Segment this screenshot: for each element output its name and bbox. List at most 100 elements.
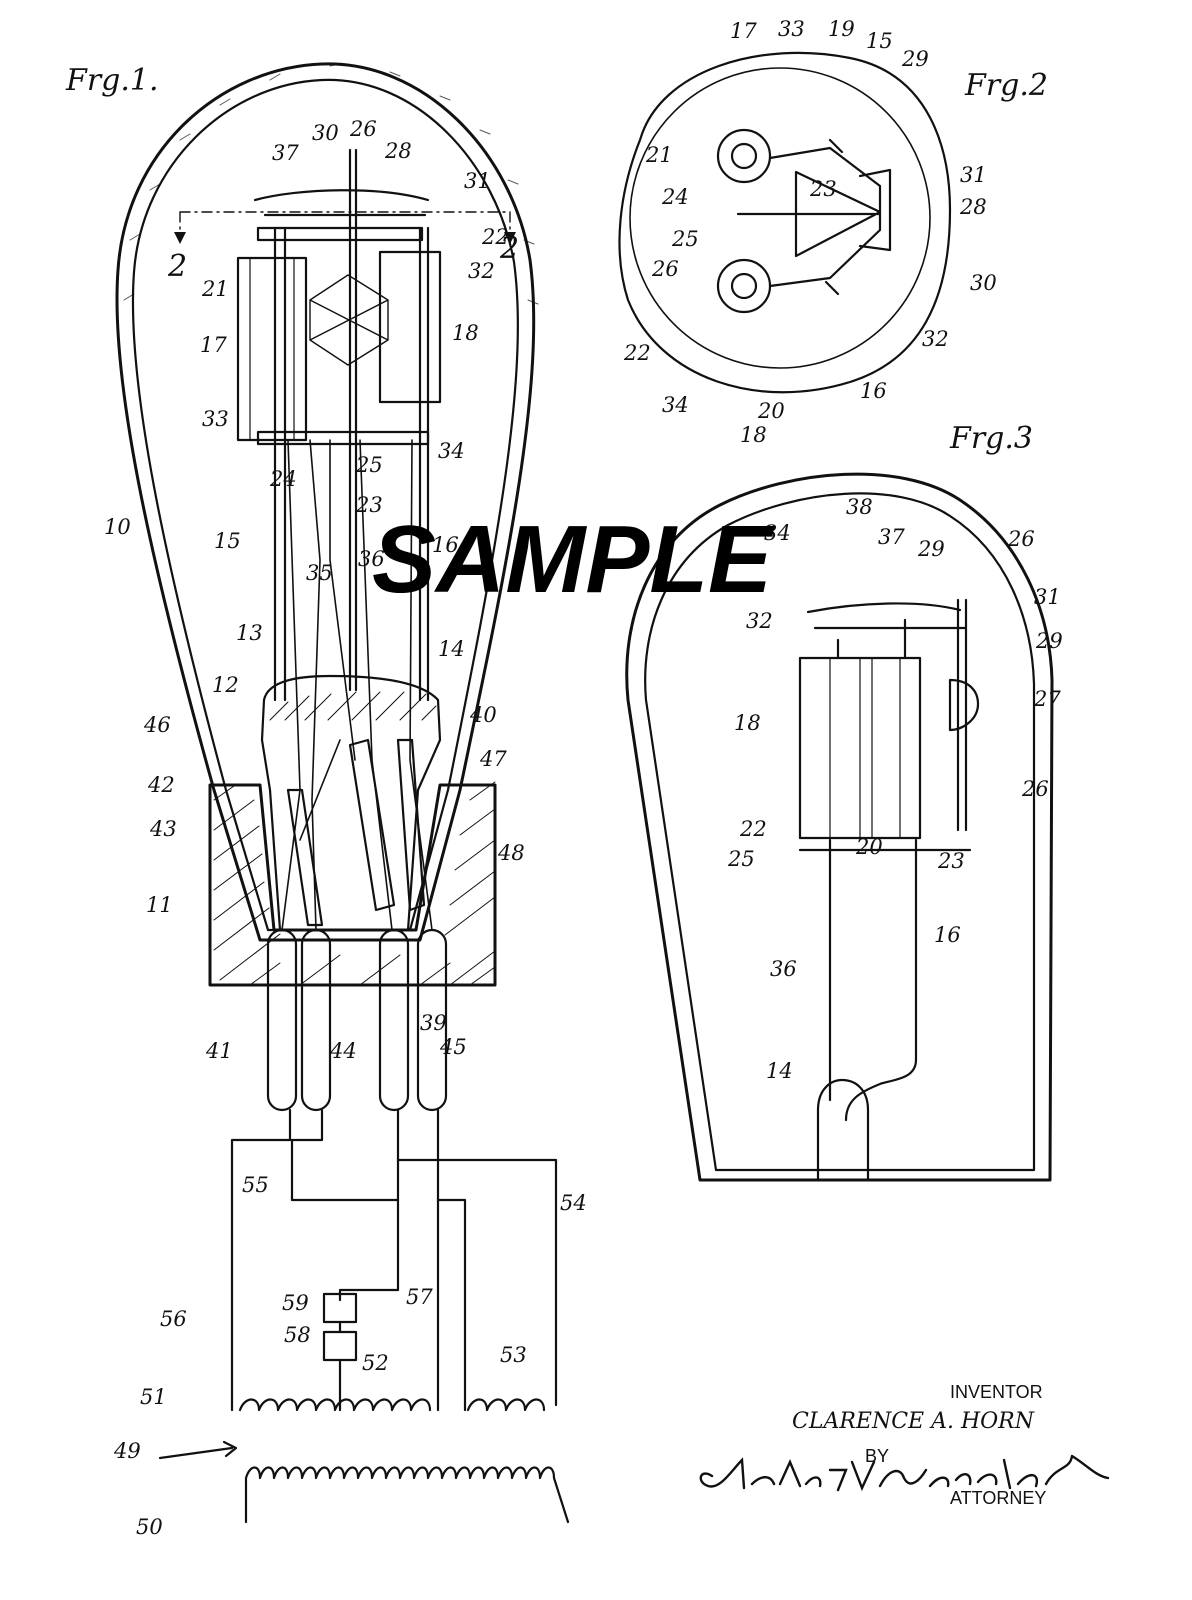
anode-18 xyxy=(378,250,442,404)
fig3-rods-springs xyxy=(798,598,972,1122)
fig1-ref-50: 50 xyxy=(136,1515,163,1539)
fig2-ref-32: 32 xyxy=(922,327,949,351)
section-marker-right: 2 xyxy=(499,231,519,266)
fig1-ref-18: 18 xyxy=(452,321,479,345)
top-spring-38 xyxy=(253,189,430,217)
fig3-ref-14: 14 xyxy=(766,1059,793,1083)
fig2-ref-26: 26 xyxy=(651,257,679,281)
fig2-ref-31: 31 xyxy=(960,163,987,187)
glass-envelope-hatch xyxy=(123,63,539,305)
fig1-ref-58: 58 xyxy=(284,1323,311,1347)
fig1-ref-25: 25 xyxy=(355,453,383,477)
fig2-frame xyxy=(736,138,892,296)
lower-mica-25 xyxy=(256,430,430,446)
fig1-ref-17: 17 xyxy=(200,333,227,357)
fig1-ref-36: 36 xyxy=(358,547,385,571)
fig1-ref-49: 49 xyxy=(113,1439,141,1463)
fig2-ref-22: 22 xyxy=(623,341,651,365)
fig1-ref-44: 44 xyxy=(329,1039,357,1063)
fig3-ref-22: 22 xyxy=(739,817,767,841)
fig3-ref-16: 16 xyxy=(934,923,961,947)
fig3-ref-20: 20 xyxy=(855,835,883,859)
fig3-press xyxy=(816,1078,870,1182)
fig2-ref-18: 18 xyxy=(740,423,767,447)
fig1-ref-37: 37 xyxy=(272,141,299,165)
fig1-ref-30: 30 xyxy=(312,121,339,145)
fig1-ref-54: 54 xyxy=(560,1191,587,1215)
fig2-anode-bottom xyxy=(716,258,772,314)
fig2-ref-30: 30 xyxy=(970,271,997,295)
fig1-title: Frg.1. xyxy=(65,63,159,98)
fig1-ref-33: 33 xyxy=(202,407,229,431)
fig2-ref-34: 34 xyxy=(662,393,689,417)
support-rods xyxy=(273,148,430,702)
getter-sleeves xyxy=(286,738,426,927)
fig2-ref-19: 19 xyxy=(828,17,855,41)
glass-envelope-outer xyxy=(115,62,536,942)
filament-mesh xyxy=(309,274,389,366)
fig1-ref-59: 59 xyxy=(282,1291,309,1315)
tube-base xyxy=(208,783,497,987)
fig2-ref-21: 21 xyxy=(645,143,673,167)
fig3-ref-38: 38 xyxy=(846,495,873,519)
fig1-ref-56: 56 xyxy=(160,1307,187,1331)
coil-50 xyxy=(244,1466,570,1524)
attorney-signature-drawing xyxy=(699,1454,1110,1492)
fig2-anode-bottom-inner xyxy=(730,272,758,300)
fig2-ref-29: 29 xyxy=(901,47,929,71)
fig2-ref-16: 16 xyxy=(860,379,887,403)
fig1-ref-43: 43 xyxy=(149,817,177,841)
fig1-ref-52: 52 xyxy=(362,1351,389,1375)
arrow-49 xyxy=(158,1440,238,1460)
fig3-ref-31: 31 xyxy=(1034,585,1061,609)
fig3-anode-detail xyxy=(829,657,901,839)
fig1-ref-41: 41 xyxy=(205,1039,233,1063)
fig3-ref-18: 18 xyxy=(734,711,761,735)
fig1-ref-53: 53 xyxy=(500,1343,527,1367)
fig1-ref-42: 42 xyxy=(147,773,175,797)
inventor-name: CLARENCE A. HORN xyxy=(792,1409,1035,1434)
anode-17-inner xyxy=(249,257,295,441)
fig1-ref-28: 28 xyxy=(384,139,412,163)
fig1-ref-45: 45 xyxy=(439,1035,467,1059)
section-line-2 xyxy=(179,211,511,237)
coil-53 xyxy=(466,1398,546,1412)
fig3-ref-26: 26 xyxy=(1021,777,1049,801)
fig3-ref-29: 29 xyxy=(1035,629,1063,653)
fig3-ref-26: 26 xyxy=(1007,527,1035,551)
fig1-ref-24: 24 xyxy=(269,467,297,491)
fig2-ref-23: 23 xyxy=(809,177,837,201)
fig3-envelope-outer xyxy=(625,472,1054,1182)
pin-44 xyxy=(300,928,332,1112)
pin-39 xyxy=(378,928,410,1112)
anode-17 xyxy=(236,256,308,442)
fig3-title: Frg.3 xyxy=(949,421,1033,456)
fig3-ref-23: 23 xyxy=(937,849,965,873)
fig2-ref-33: 33 xyxy=(778,17,805,41)
fig3-ref-32: 32 xyxy=(746,609,773,633)
fig1-ref-34: 34 xyxy=(438,439,465,463)
fig1-ref-16: 16 xyxy=(432,533,459,557)
fig1-ref-13: 13 xyxy=(236,621,263,645)
figure-3-tube-drawing xyxy=(625,472,1054,1182)
fig1-ref-39: 39 xyxy=(420,1011,447,1035)
fig1-ref-48: 48 xyxy=(497,841,525,865)
figure-1-tube-drawing xyxy=(115,62,570,1524)
sample-watermark: SAMPLE xyxy=(372,506,775,613)
fig1-ref-22: 22 xyxy=(481,225,509,249)
fig1-ref-11: 11 xyxy=(146,893,173,917)
fig1-ref-12: 12 xyxy=(212,673,239,697)
glass-envelope-inner xyxy=(131,78,519,932)
fig1-ref-21: 21 xyxy=(201,277,229,301)
fig2-ref-20: 20 xyxy=(757,399,785,423)
fig3-ref-36: 36 xyxy=(770,957,797,981)
fig1-ref-47: 47 xyxy=(479,747,507,771)
upper-mica-22 xyxy=(256,226,424,242)
attorney-label: ATTORNEY xyxy=(950,1488,1046,1508)
fig1-ref-10: 10 xyxy=(104,515,131,539)
fig2-anode-top-inner xyxy=(730,142,758,170)
